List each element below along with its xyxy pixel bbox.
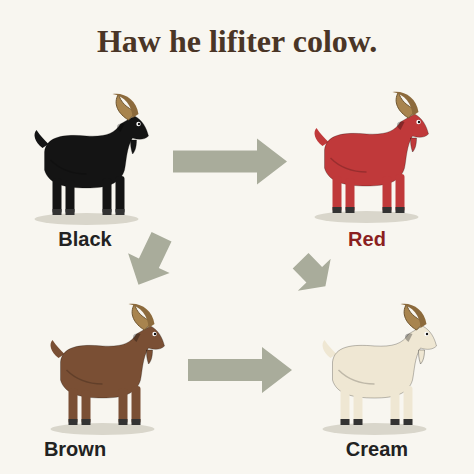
color-label: Red [348,227,386,251]
red-goat-node: Red [295,85,440,255]
brown-goat [51,304,165,435]
color-label: Cream [346,437,408,461]
block-arrow [293,253,331,291]
block-arrow [128,232,171,285]
color-label: Black [58,227,111,251]
red-goat [315,92,429,223]
diagram-title: Haw he lifiter colow. [0,22,474,60]
block-arrow [173,139,287,185]
cream-goat-node: Cream [300,292,455,465]
color-label: Brown [44,437,106,461]
black-goat [35,94,149,225]
cream-goat [323,304,437,435]
block-arrow [188,347,292,393]
brown-goat-node: Brown [30,292,180,465]
black-goat-node: Black [15,85,165,255]
